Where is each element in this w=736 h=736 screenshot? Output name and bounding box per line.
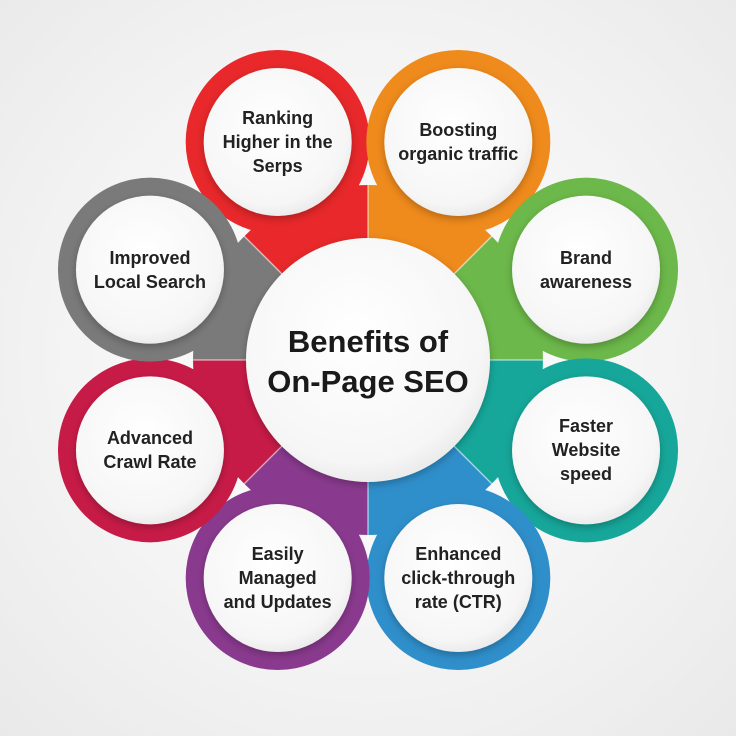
benefit-label-ranking: Ranking Higher in the Serps — [222, 107, 333, 176]
node-circle-ctr — [384, 504, 533, 653]
center-hub — [246, 238, 490, 482]
node-circle-ranking — [203, 67, 352, 216]
node-circle-managed — [203, 504, 352, 653]
center-title: Benefits of On-Page SEO — [267, 324, 469, 399]
benefit-label-brand: Brand awareness — [539, 247, 633, 292]
node-circle-crawl — [75, 376, 224, 525]
node-circle-traffic — [384, 67, 533, 216]
node-circle-local — [75, 195, 224, 344]
benefit-label-local: Improved Local Search — [93, 247, 206, 292]
benefit-label-ctr: Enhanced click-through rate (CTR) — [401, 544, 516, 613]
benefit-label-speed: Faster Website speed — [551, 416, 621, 485]
benefit-label-managed: Easily Managed and Updates — [223, 544, 332, 613]
center-circle — [246, 238, 490, 482]
benefit-label-traffic: Boosting organic traffic — [398, 119, 519, 164]
node-circle-speed — [512, 376, 661, 525]
node-circle-brand — [512, 195, 661, 344]
benefit-label-crawl: Advanced Crawl Rate — [103, 428, 197, 473]
benefit-circles — [75, 67, 661, 653]
